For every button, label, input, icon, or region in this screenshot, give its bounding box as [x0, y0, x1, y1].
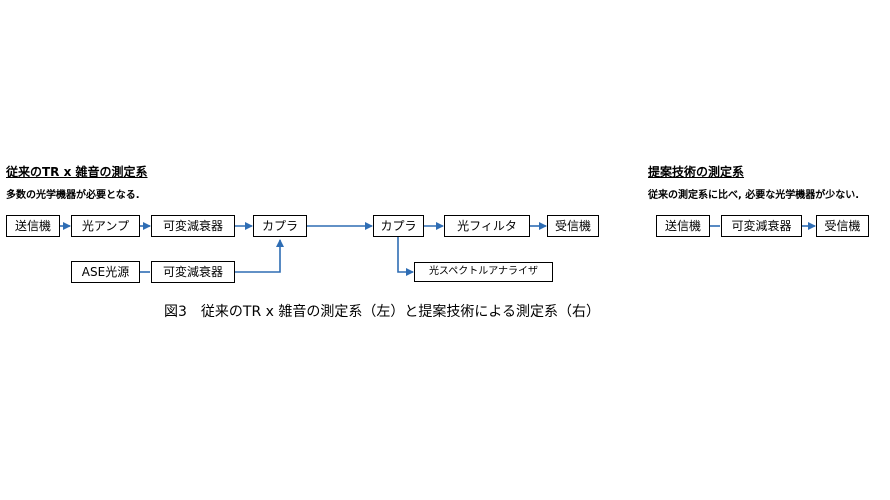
box-coupler-1: カプラ	[253, 215, 307, 237]
box-optical-filter: 光フィルタ	[444, 215, 530, 237]
box-right-transmitter: 送信機	[656, 215, 710, 237]
left-section-subtitle: 多数の光学機器が必要となる.	[6, 190, 140, 201]
arrow-coupler2-osa	[397, 237, 414, 276]
left-section-title: 従来のTR x 雑音の測定系	[6, 165, 148, 179]
box-right-receiver: 受信機	[816, 215, 869, 237]
box-receiver: 受信機	[547, 215, 599, 237]
figure-caption: 図3 従来のTR x 雑音の測定系（左）と提案技術による測定系（右）	[164, 304, 600, 320]
right-section-title: 提案技術の測定系	[648, 165, 745, 179]
box-ase-source: ASE光源	[71, 261, 140, 283]
box-coupler-2: カプラ	[373, 215, 424, 237]
box-right-variable-attenuator: 可変減衰器	[721, 215, 802, 237]
arrow-att2-coupler1	[235, 239, 284, 273]
box-variable-attenuator-1: 可変減衰器	[151, 215, 235, 237]
right-section-subtitle: 従来の測定系に比べ, 必要な光学機器が少ない.	[648, 190, 860, 201]
box-transmitter: 送信機	[6, 215, 60, 237]
box-variable-attenuator-2: 可変減衰器	[151, 261, 235, 283]
box-optical-spectrum-analyzer: 光スペクトルアナライザ	[414, 262, 553, 282]
box-optical-amp: 光アンプ	[71, 215, 140, 237]
